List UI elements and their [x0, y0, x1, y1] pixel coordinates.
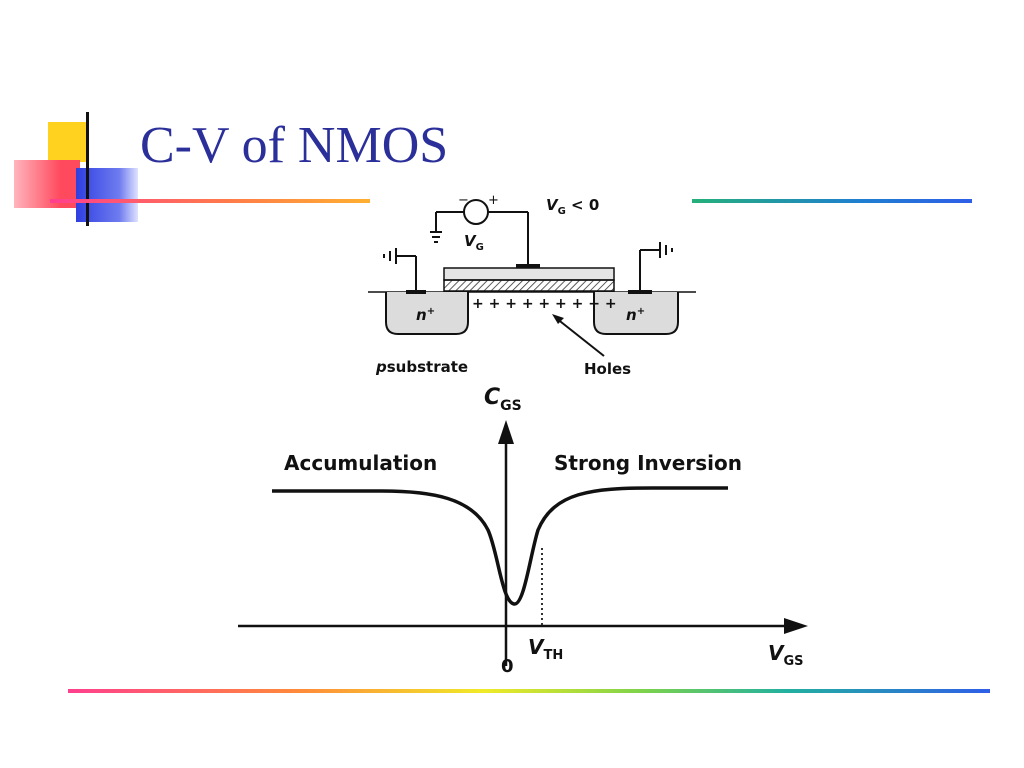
right-n-plus-label: n+: [626, 306, 645, 324]
deco-yellow-square: [48, 122, 88, 162]
top-rule-left: [50, 199, 370, 203]
top-rule-right: [692, 199, 972, 203]
source-label-main: V: [464, 232, 477, 250]
holes-label: Holes: [584, 360, 631, 378]
x-axis-label-v: V: [768, 641, 785, 665]
threshold-label: VTH: [528, 635, 563, 663]
condition-label-v: V: [546, 196, 559, 214]
gate-poly: [443, 267, 615, 281]
substrate-label-rest: substrate: [387, 358, 468, 376]
accumulation-label: Accumulation: [284, 451, 437, 475]
origin-label: 0: [501, 656, 514, 677]
right-n-plus-region: [593, 292, 679, 335]
y-axis-label-sub: GS: [500, 398, 522, 414]
slide-title: C-V of NMOS: [140, 117, 449, 174]
cv-curve-plot: CGS Accumulation Strong Inversion 0 VTH …: [238, 385, 808, 677]
threshold-label-v: V: [528, 635, 545, 659]
bottom-rule: [68, 689, 990, 693]
mos-cross-section: − + VG VG < 0 n+ n+ + + + + + + + + +: [368, 193, 696, 378]
substrate-label-p: p: [375, 358, 387, 376]
source-label-sub: G: [476, 242, 484, 253]
threshold-label-sub: TH: [543, 648, 563, 663]
deco-vertical-line: [86, 112, 89, 226]
gate-oxide: [443, 279, 615, 292]
y-axis-arrowhead: [498, 420, 514, 444]
source-label: VG: [464, 232, 484, 253]
source-minus-sign: −: [458, 193, 469, 208]
condition-label-sub: G: [558, 206, 566, 217]
x-axis-label-sub: GS: [783, 654, 803, 669]
right-n-letter: n: [626, 306, 637, 324]
left-n-plus-region: [385, 292, 469, 335]
right-n-sup: +: [637, 306, 645, 317]
cv-curve: [272, 486, 728, 606]
strong-inversion-label: Strong Inversion: [554, 451, 742, 475]
x-axis-arrowhead: [784, 618, 808, 634]
holes-row: + + + + + + + + +: [472, 296, 617, 312]
substrate-label: psubstrate: [375, 358, 468, 376]
y-axis-label-c: C: [484, 385, 500, 410]
y-axis-label: CGS: [484, 385, 522, 414]
left-n-sup: +: [427, 306, 435, 317]
condition-label-rest: < 0: [566, 196, 599, 214]
condition-label: VG < 0: [546, 196, 599, 217]
left-n-letter: n: [416, 306, 427, 324]
x-axis-label: VGS: [768, 641, 804, 669]
holes-arrow-head: [552, 314, 564, 324]
holes-arrow: [555, 317, 605, 357]
left-n-plus-label: n+: [416, 306, 435, 324]
source-plus-sign: +: [488, 193, 499, 208]
